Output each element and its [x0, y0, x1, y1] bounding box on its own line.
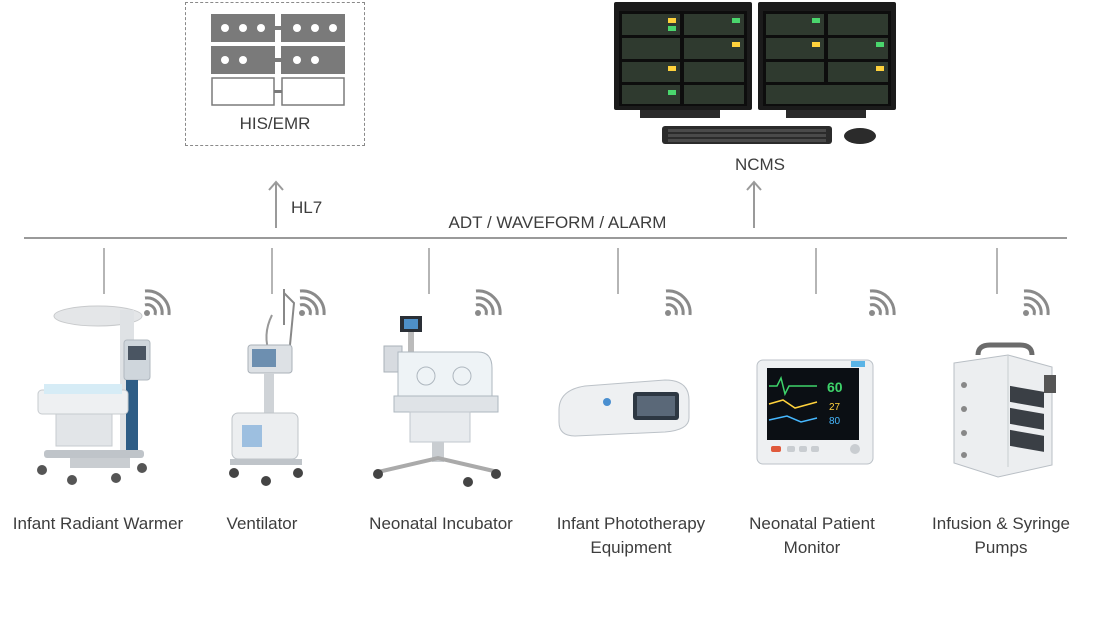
bus-label: ADT / WAVEFORM / ALARM: [448, 213, 667, 232]
infant-phototherapy-image: [558, 379, 690, 437]
ventilator-image: [229, 289, 303, 486]
data-bus-line: [24, 237, 1067, 239]
device-label-line: Pumps: [974, 538, 1028, 557]
infusion-syringe-pumps-image: [953, 342, 1056, 478]
device-label-infant-phototherapy: Infant Phototherapy Equipment: [540, 512, 722, 560]
drop-line: [617, 248, 619, 294]
device-label-line: Monitor: [783, 538, 841, 557]
wifi-icon: [1023, 289, 1050, 316]
infant-radiant-warmer-image: [37, 305, 151, 485]
wifi-icon: [665, 289, 692, 316]
device-label-line: Equipment: [590, 538, 672, 557]
device-label-infusion-syringe-pumps: Infusion & Syringe Pumps: [916, 512, 1086, 560]
drop-line: [103, 248, 105, 294]
device-label-line: Infusion & Syringe: [932, 514, 1070, 533]
drop-line: [996, 248, 998, 294]
wifi-icon: [299, 289, 326, 316]
device-label-neonatal-incubator: Neonatal Incubator: [369, 514, 513, 533]
drop-line: [428, 248, 430, 294]
server-icon: [211, 14, 345, 106]
ncms-label: NCMS: [734, 155, 786, 174]
device-label-line: Infant Phototherapy: [556, 514, 706, 533]
monitor-value: 27: [829, 402, 841, 413]
his-emr-label: HIS/EMR: [239, 114, 311, 133]
neonatal-incubator-image: [373, 316, 501, 487]
wifi-icon: [475, 289, 502, 316]
device-label-line: Neonatal Patient: [749, 514, 875, 533]
device-label-infant-radiant-warmer: Infant Radiant Warmer: [12, 514, 184, 533]
wifi-icon: [869, 289, 896, 316]
drop-line: [271, 248, 273, 294]
arrow-up-icon: [746, 180, 762, 228]
monitor-heart-rate: 60: [827, 379, 843, 395]
hl7-label: HL7: [291, 198, 323, 217]
device-label-neonatal-patient-monitor: Neonatal Patient Monitor: [734, 512, 890, 560]
drop-line: [815, 248, 817, 294]
workstation-icon: [614, 2, 896, 144]
device-label-ventilator: Ventilator: [226, 514, 298, 533]
his-emr-node: [185, 2, 365, 146]
wifi-icon: [144, 289, 171, 316]
neonatal-patient-monitor-image: 60 27 80: [756, 359, 874, 465]
monitor-value: 80: [829, 416, 841, 427]
arrow-up-icon: [268, 180, 284, 228]
